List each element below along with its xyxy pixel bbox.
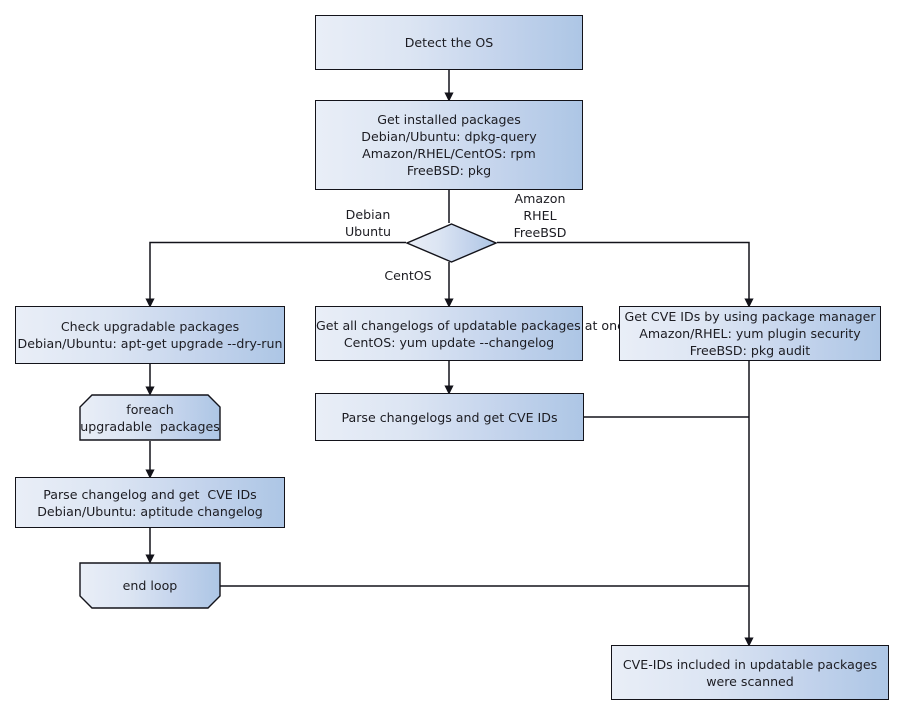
loop-end-shape xyxy=(79,562,221,609)
diamond-shape xyxy=(406,223,497,263)
node-cve-ids-scanned-label: CVE-IDs included in updatable packages w… xyxy=(622,656,878,689)
node-get-installed-packages-label: Get installed packages Debian/Ubuntu: dp… xyxy=(361,112,537,178)
edge-label-debian-ubuntu: Debian Ubuntu xyxy=(344,207,392,239)
node-detect-os-label: Detect the OS xyxy=(404,35,494,50)
node-get-all-changelogs-label: Get all changelogs of updatable packages… xyxy=(316,317,632,350)
node-parse-changelogs-get-cve-ids-label: Parse changelogs and get CVE IDs xyxy=(341,409,558,425)
node-foreach-upgradable-packages[interactable]: foreach upgradable packages xyxy=(79,394,221,441)
edge-label-amazon-rhel-freebsd: Amazon RHEL FreeBSD xyxy=(513,191,567,240)
node-get-cve-ids-package-manager[interactable]: Get CVE IDs by using package manager Ama… xyxy=(619,306,881,361)
node-cve-ids-scanned[interactable]: CVE-IDs included in updatable packages w… xyxy=(611,645,889,700)
node-foreach-upgradable-packages-label: foreach upgradable packages xyxy=(80,401,220,434)
node-end-loop[interactable]: end loop xyxy=(79,562,221,609)
node-os-decision[interactable] xyxy=(406,223,497,263)
node-get-cve-ids-package-manager-label: Get CVE IDs by using package manager Ama… xyxy=(624,309,876,358)
node-end-loop-label: end loop xyxy=(122,578,178,593)
edge-decision-to-cve-package-manager xyxy=(497,241,754,308)
loop-start-shape xyxy=(79,394,221,441)
node-detect-os[interactable]: Detect the OS xyxy=(315,15,583,70)
node-parse-changelogs-get-cve-ids[interactable]: Parse changelogs and get CVE IDs xyxy=(315,393,584,441)
edge-label-centos: CentOS xyxy=(384,268,432,283)
node-parse-changelog-get-cve-ids-label: Parse changelog and get CVE IDs Debian/U… xyxy=(37,486,263,519)
node-parse-changelog-get-cve-ids[interactable]: Parse changelog and get CVE IDs Debian/U… xyxy=(15,477,285,528)
node-get-installed-packages[interactable]: Get installed packages Debian/Ubuntu: dp… xyxy=(315,100,583,190)
edge-decision-to-check-upgradable xyxy=(145,241,406,308)
node-check-upgradable-packages[interactable]: Check upgradable packages Debian/Ubuntu:… xyxy=(15,306,285,364)
node-get-all-changelogs[interactable]: Get all changelogs of updatable packages… xyxy=(315,306,632,361)
node-check-upgradable-packages-label: Check upgradable packages Debian/Ubuntu:… xyxy=(17,319,283,351)
